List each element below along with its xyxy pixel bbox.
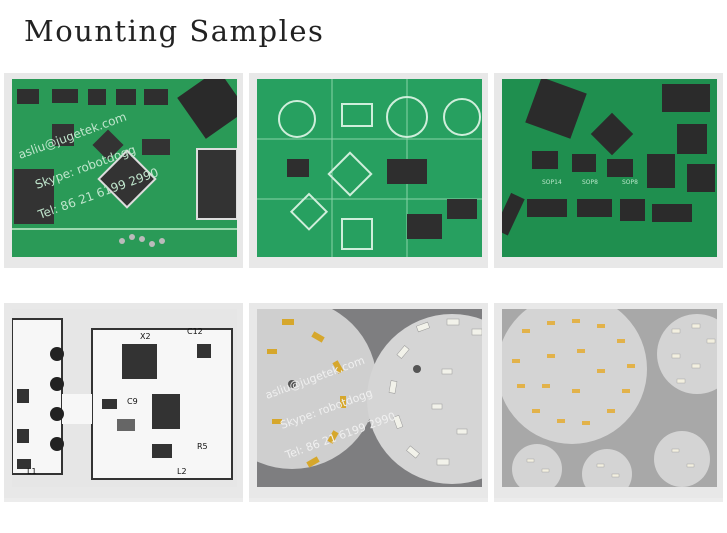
sample-photo-led-board-2 (494, 303, 723, 498)
svg-text:R5: R5 (197, 442, 208, 451)
divider-bottom-3 (494, 498, 723, 502)
svg-text:C12: C12 (187, 327, 203, 336)
sample-photo-pcb-2 (249, 73, 488, 268)
svg-text:C9: C9 (127, 397, 138, 406)
sample-photo-pcb-1: asliu@jugetek.com Skype: robotdogg Tel: … (4, 73, 243, 268)
svg-text:SOP8: SOP8 (622, 179, 638, 186)
svg-text:L2: L2 (177, 467, 187, 476)
sample-photo-pcb-3: SOP14 SOP8 SOP8 (494, 73, 723, 268)
svg-text:L1: L1 (27, 467, 37, 476)
divider-bottom-1 (4, 498, 243, 502)
divider-bottom-2 (249, 498, 488, 502)
sample-photo-led-board-1: asliu@jugetek.com Skype: robotdogg Tel: … (249, 303, 488, 498)
page-title: Mounting Samples (24, 14, 325, 48)
svg-text:X2: X2 (140, 332, 151, 341)
svg-text:SOP8: SOP8 (582, 179, 598, 186)
svg-text:SOP14: SOP14 (542, 179, 562, 186)
